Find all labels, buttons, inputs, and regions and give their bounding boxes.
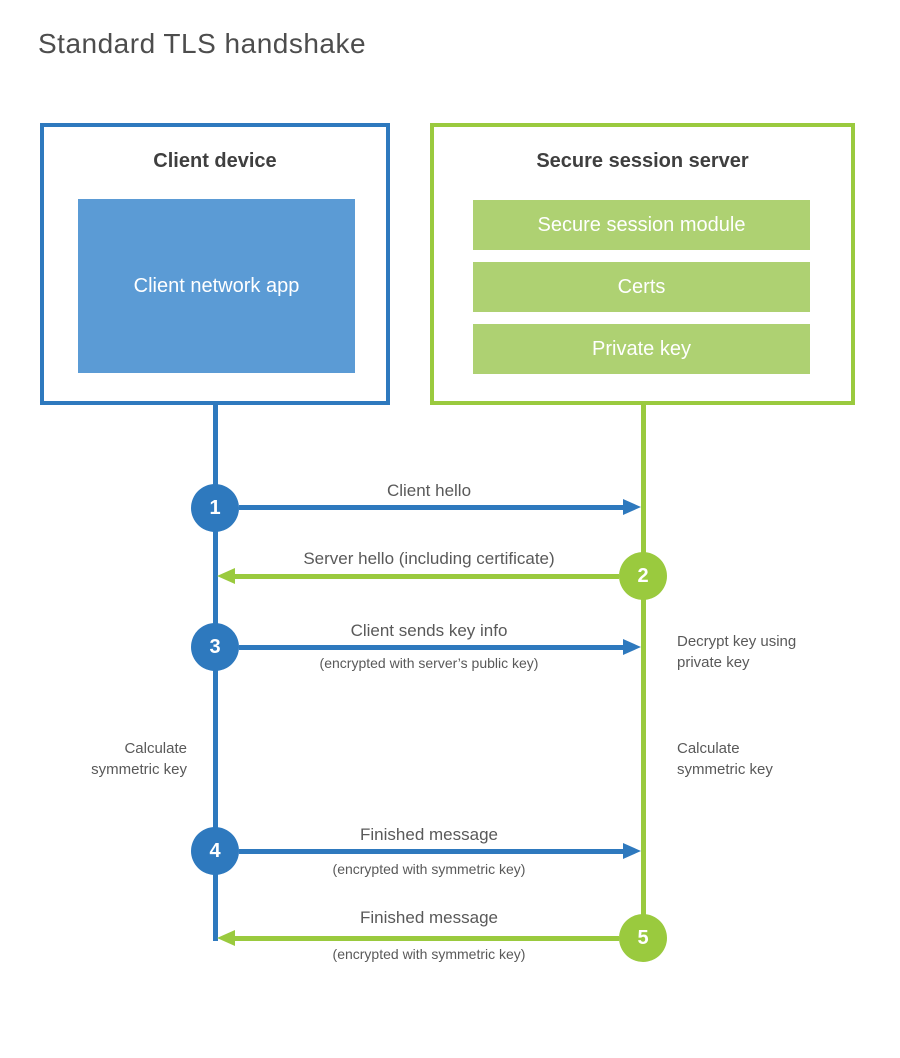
server-lifeline: [641, 405, 646, 938]
client-network-app-box: Client network app: [78, 199, 355, 373]
step-circle-1: 1: [191, 484, 239, 532]
step-number-5: 5: [637, 926, 649, 949]
client-network-app-label: Client network app: [133, 274, 300, 297]
step-circle-2: 2: [619, 552, 667, 600]
arrow-client-key-info: [239, 639, 641, 655]
note-calculate-symmetric-key-client: Calculate symmetric key: [91, 740, 187, 778]
arrow-finished-client: [239, 843, 641, 859]
step-circle-3: 3: [191, 623, 239, 671]
label-client-hello: Client hello: [386, 481, 472, 500]
secure-session-server-box: Secure session server Secure session mod…: [430, 123, 855, 405]
server-title: Secure session server: [536, 150, 749, 172]
secure-session-module-bar: Secure session module: [473, 200, 810, 250]
label-server-hello: Server hello (including certificate): [303, 549, 555, 568]
sublabel-finished-server: (encrypted with symmetric key): [332, 946, 526, 962]
note-calculate-symmetric-key-server: Calculate symmetric key: [677, 740, 773, 778]
step-number-1: 1: [209, 496, 221, 519]
step-circle-5: 5: [619, 914, 667, 962]
client-device-title: Client device: [153, 150, 277, 172]
step-number-4: 4: [209, 839, 221, 862]
label-finished-client: Finished message: [360, 825, 498, 844]
private-key-bar: Private key: [473, 324, 810, 374]
client-lifeline: [213, 405, 218, 941]
label-client-key-info: Client sends key info: [350, 621, 508, 640]
step-number-2: 2: [637, 564, 649, 587]
note-decrypt-key: Decrypt key using private key: [677, 633, 797, 671]
arrow-finished-server: [217, 930, 619, 946]
arrow-client-hello: [239, 499, 641, 515]
step-number-3: 3: [209, 635, 221, 658]
certs-bar: Certs: [473, 262, 810, 312]
page-title: Standard TLS handshake: [38, 28, 367, 59]
sublabel-client-key-info: (encrypted with server’s public key): [319, 655, 539, 671]
step-circle-4: 4: [191, 827, 239, 875]
client-device-box: Client device Client network app: [40, 123, 390, 405]
sublabel-finished-client: (encrypted with symmetric key): [332, 861, 526, 877]
arrow-server-hello: [217, 568, 619, 584]
label-finished-server: Finished message: [360, 908, 498, 927]
